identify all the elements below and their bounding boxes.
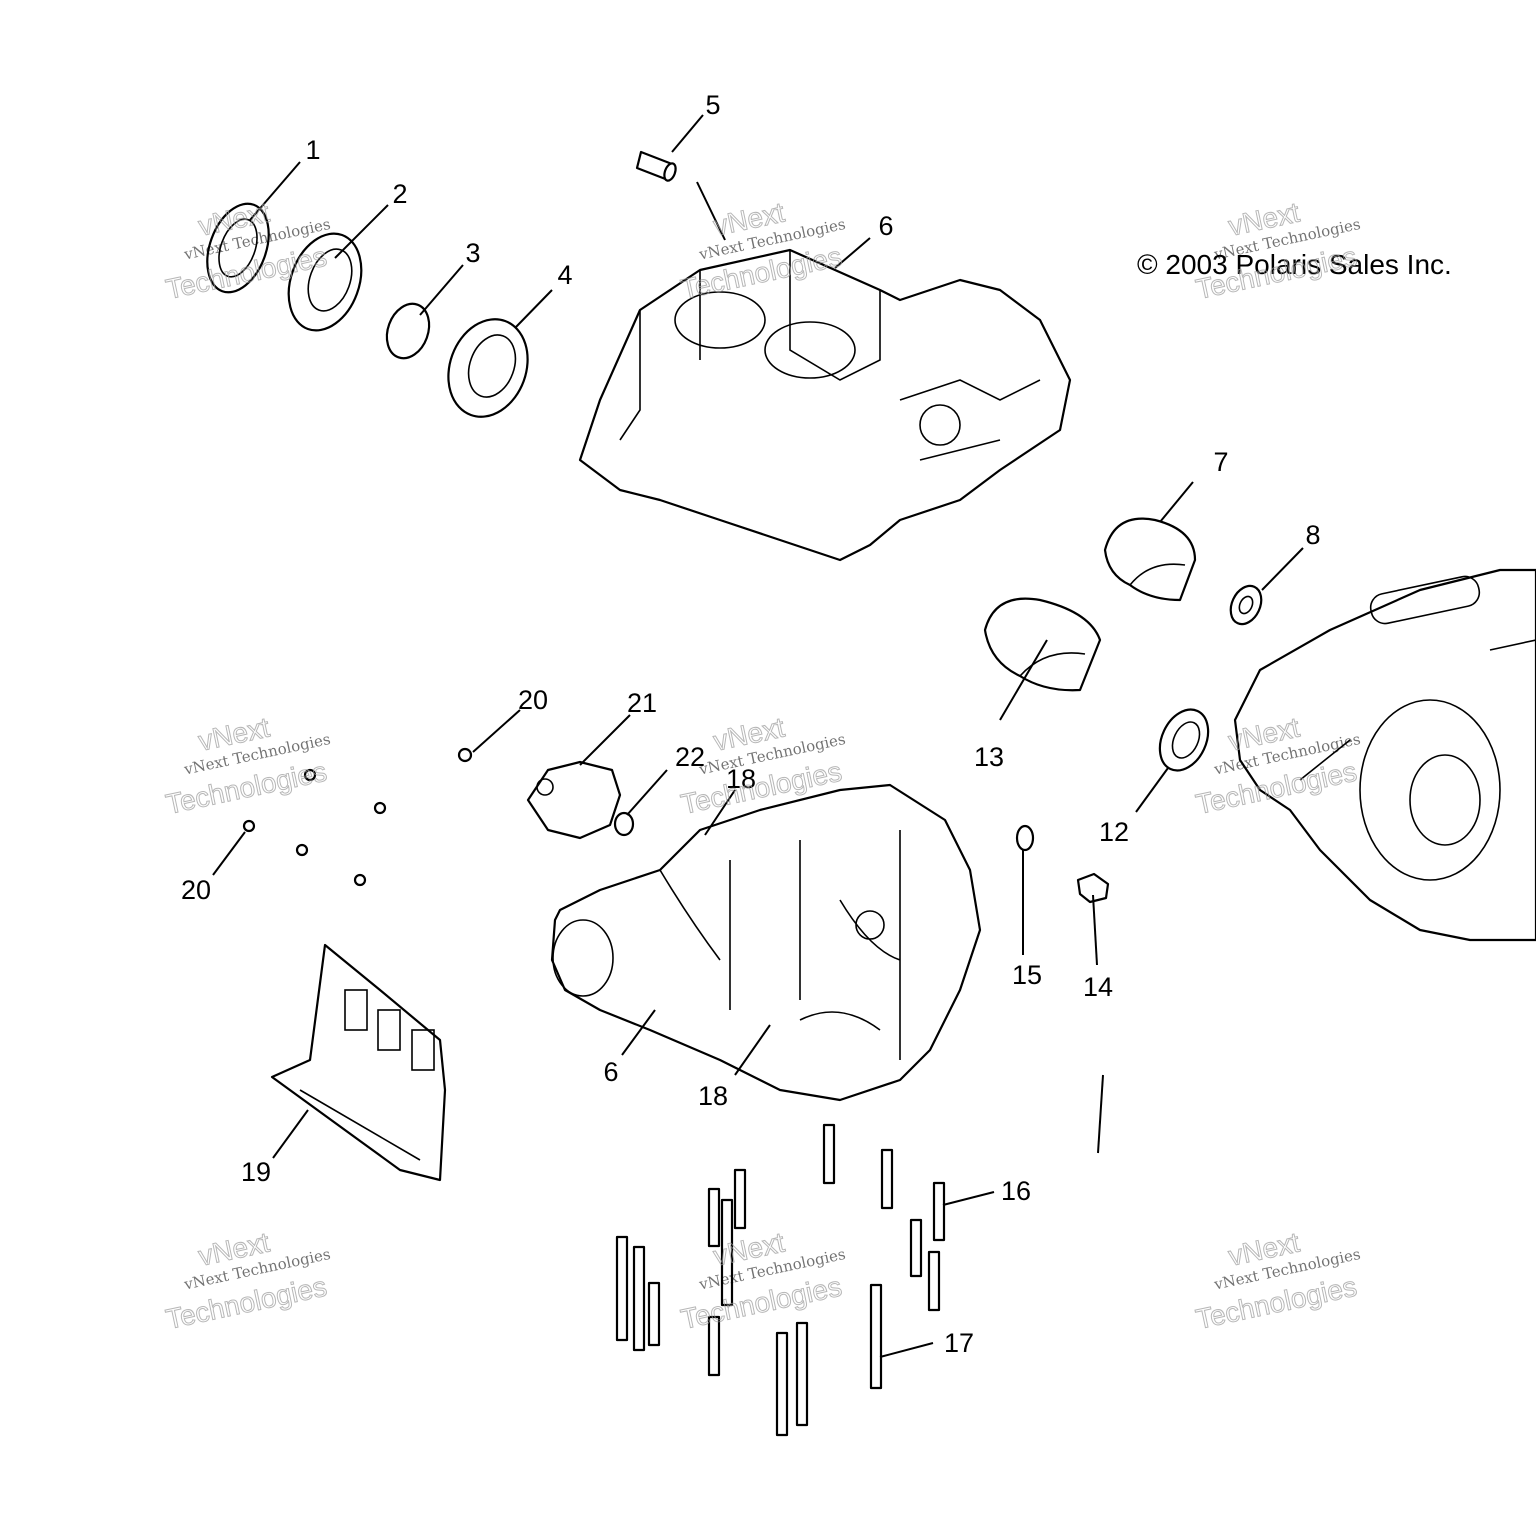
part-oring-22: [613, 811, 635, 837]
watermark-top-right: vNext Technologies vNext Technologies: [1193, 196, 1362, 305]
callout-16: 16: [1001, 1176, 1031, 1206]
part-washer-15: [1015, 824, 1035, 852]
callout-15: 15: [1012, 960, 1042, 990]
part-seal-12: [1158, 708, 1210, 772]
part-bolts-16-17: [615, 1123, 946, 1437]
callout-20-left: 20: [181, 875, 211, 905]
part-plug-14: [1076, 872, 1110, 904]
callout-3: 3: [465, 238, 480, 268]
copyright-text: © 2003 Polaris Sales Inc.: [1137, 249, 1452, 280]
callout-19: 19: [241, 1157, 271, 1187]
callout-17: 17: [944, 1328, 974, 1358]
watermark-middle-left: vNext Technologies vNext Technologies: [163, 711, 332, 820]
part-seal-4: [447, 318, 529, 418]
part-ring-3: [385, 302, 431, 360]
callout-6-upper: 6: [878, 211, 893, 241]
callout-2: 2: [392, 179, 407, 209]
watermark-middle-center: vNext Technologies vNext Technologies: [678, 711, 847, 820]
callout-18-bottom: 18: [698, 1081, 728, 1111]
callout-14: 14: [1083, 972, 1113, 1002]
part-breather-21: [526, 760, 622, 840]
part-screen-19: [270, 943, 447, 1182]
watermark-bottom-center: vNext Technologies vNext Technologies: [678, 1226, 847, 1335]
callout-12: 12: [1099, 817, 1129, 847]
callout-7: 7: [1213, 447, 1228, 477]
part-bearing-shell-7: [1103, 517, 1197, 602]
callout-6-lower: 6: [603, 1057, 618, 1087]
callout-4: 4: [557, 260, 572, 290]
callout-18-top: 18: [726, 764, 756, 794]
part-bolts-20: [242, 747, 473, 887]
part-seal-1: [206, 202, 270, 294]
callout-8: 8: [1305, 520, 1320, 550]
callout-20-top: 20: [518, 685, 548, 715]
callout-labels: 1 2 3 4 5 6 7 8 12 13 14 15 16 17 18 18 …: [181, 90, 1321, 1358]
part-upper-crankcase: [578, 248, 1072, 562]
callout-21: 21: [627, 688, 657, 718]
leader-lines: [212, 114, 1304, 1358]
part-washer-8: [1229, 584, 1263, 626]
part-dowel-5: [635, 150, 677, 182]
part-crankcase-cover: [1233, 568, 1536, 942]
callout-5: 5: [705, 90, 720, 120]
callout-22: 22: [675, 742, 705, 772]
part-bearing-shell-13: [983, 597, 1102, 692]
part-lower-crankcase: [550, 783, 982, 1102]
watermark-bottom-left: vNext Technologies vNext Technologies: [163, 1226, 332, 1335]
callout-1: 1: [305, 135, 320, 165]
part-bearing-2: [287, 232, 363, 332]
watermark-bottom-right: vNext Technologies vNext Technologies: [1193, 1226, 1362, 1335]
callout-13: 13: [974, 742, 1004, 772]
